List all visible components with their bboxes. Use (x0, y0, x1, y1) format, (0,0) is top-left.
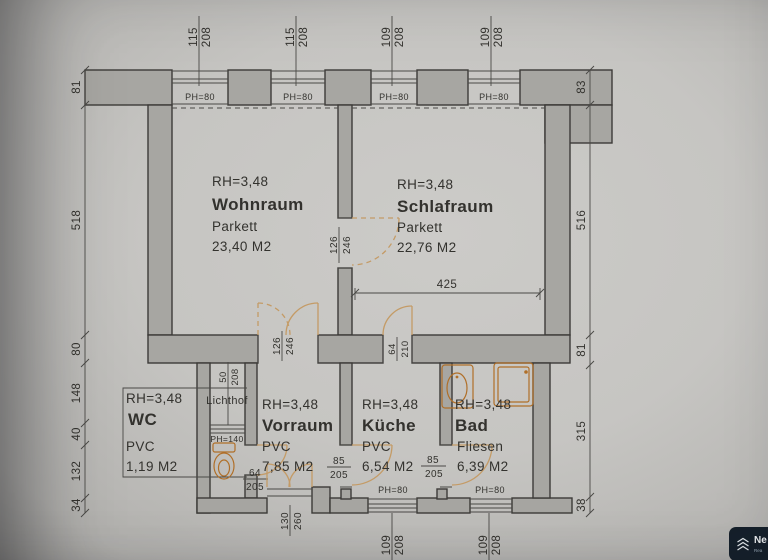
lichthof-window-width: 50 (218, 371, 229, 382)
door-vorraum-wohn-height: 246 (285, 337, 296, 355)
wc-name: WC (128, 410, 157, 429)
dim-right-83: 83 (576, 80, 588, 94)
dim-left-40: 40 (71, 427, 83, 441)
vorraum-rh: RH=3,48 (262, 397, 318, 412)
dim-left-81: 81 (71, 80, 83, 94)
kueche-floor: PVC (362, 439, 391, 454)
door-schlaf-kueche-height: 210 (400, 340, 411, 357)
door-kueche-bad (451, 444, 493, 486)
wohnraum-name: Wohnraum (212, 195, 304, 214)
window-top-4-width: 109 (480, 27, 492, 47)
schlafraum-area: 22,76 M2 (397, 240, 457, 255)
window-top-1-width: 115 (188, 27, 200, 47)
window-top-4-height: 208 (493, 27, 505, 47)
fixtures (212, 362, 534, 480)
door-wohn-schlaf-width: 126 (329, 236, 340, 254)
kueche-area: 6,54 M2 (362, 459, 414, 474)
door-kueche-bad-height: 205 (425, 469, 443, 480)
dim-left-34: 34 (71, 498, 83, 512)
window-top-4-parapet: PH=80 (479, 92, 509, 102)
door-wohn-schlaf-height: 246 (342, 236, 353, 254)
dim-left-518: 518 (71, 210, 83, 230)
door-schlafraum-kueche (382, 305, 413, 336)
vorraum-floor: PVC (262, 439, 291, 454)
kueche-name: Küche (362, 416, 416, 435)
window-top-3-parapet: PH=80 (379, 92, 409, 102)
door-entrance (266, 463, 313, 488)
door-entrance-width: 130 (280, 512, 291, 530)
door-kueche-bad-width: 85 (427, 455, 439, 466)
watermark-badge: Ne Rea (729, 527, 768, 560)
window-top-1-height: 208 (201, 27, 213, 47)
window-top-3-width: 109 (381, 27, 393, 47)
kueche-rh: RH=3,48 (362, 397, 418, 412)
door-entrance-height: 260 (293, 512, 304, 530)
door-vorraum-kueche-width: 85 (333, 456, 345, 467)
door-vorraum-wohnraum (257, 302, 319, 336)
door-wc-width: 64 (249, 468, 261, 479)
door-schlaf-kueche-width: 64 (387, 343, 398, 354)
window-top-3-height: 208 (394, 27, 406, 47)
wc-rh: RH=3,48 (126, 391, 182, 406)
wohnraum-rh: RH=3,48 (212, 174, 268, 189)
watermark-name: Ne (754, 535, 767, 546)
shower-icon (493, 362, 534, 407)
bad-rh: RH=3,48 (455, 397, 511, 412)
dim-schlafraum-width: 425 (437, 279, 457, 291)
bad-name: Bad (455, 416, 488, 435)
lichthof-name: Lichthof (206, 395, 248, 407)
wc-floor: PVC (126, 439, 155, 454)
schlafraum-floor: Parkett (397, 220, 443, 235)
vorraum-area: 7,85 M2 (262, 459, 314, 474)
washbasin-icon (441, 364, 474, 409)
window-bottom-1-height: 208 (394, 535, 406, 555)
window-top-1-parapet: PH=80 (185, 92, 215, 102)
schlafraum-rh: RH=3,48 (397, 177, 453, 192)
window-bottom-1-width: 109 (381, 535, 393, 555)
toilet-icon (212, 442, 236, 480)
dimension-lines (80, 16, 595, 560)
door-vorraum-kueche-height: 205 (330, 470, 348, 481)
wohnraum-floor: Parkett (212, 219, 258, 234)
window-top-2-width: 115 (285, 27, 297, 47)
watermark-subtitle: Rea (754, 548, 763, 553)
lichthof-window-parapet: PH=140 (210, 434, 243, 444)
walls (84, 69, 613, 514)
window-bottom-1-parapet: PH=80 (378, 485, 408, 495)
dim-left-148: 148 (71, 383, 83, 403)
window-bottom-2-width: 109 (478, 535, 490, 555)
wohnraum-area: 23,40 M2 (212, 239, 272, 254)
dim-right-516: 516 (576, 210, 588, 230)
bad-area: 6,39 M2 (457, 459, 509, 474)
doors (256, 217, 493, 488)
dim-left-80: 80 (71, 342, 83, 356)
window-top-2-parapet: PH=80 (283, 92, 313, 102)
dim-right-315: 315 (576, 421, 588, 441)
lichthof-window-height: 208 (230, 368, 241, 385)
door-vorraum-kueche (351, 444, 393, 486)
chevrons-icon (737, 537, 749, 551)
dim-right-81: 81 (576, 343, 588, 357)
door-wc-height: 205 (246, 482, 264, 493)
dim-right-38: 38 (576, 498, 588, 512)
window-top-2-height: 208 (298, 27, 310, 47)
wc-area: 1,19 M2 (126, 459, 178, 474)
window-bottom-2-height: 208 (491, 535, 503, 555)
schlafraum-name: Schlafraum (397, 197, 494, 216)
dim-left-132: 132 (71, 461, 83, 481)
window-glazing (122, 70, 545, 513)
bad-floor: Fliesen (457, 439, 503, 454)
door-wohnraum-schlafraum (351, 217, 400, 266)
window-bottom-2-parapet: PH=80 (475, 485, 505, 495)
door-vorraum-wohn-width: 126 (272, 337, 283, 355)
vorraum-name: Vorraum (262, 416, 333, 435)
